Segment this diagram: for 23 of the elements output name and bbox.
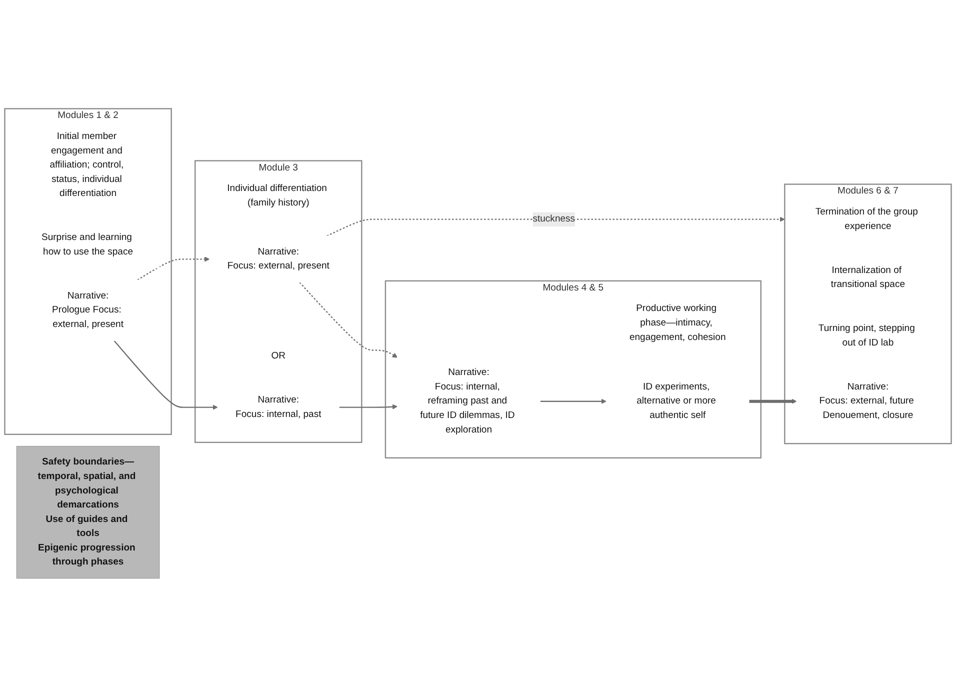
node-text: Narrative: Prologue Focus: external, present [52,290,124,330]
arrow [749,398,797,404]
node-text: ID experiments, alternative or more authentic self [636,382,716,420]
arrow [299,282,398,358]
node-text: OR [271,350,286,361]
node-text: Individual differentiation (family history) [227,183,327,208]
node-text: Internalization of transitional space [830,265,905,290]
node-text: Narrative: Focus: external, present [227,246,330,272]
node-text: Surprise and learning how to use the space [41,232,134,257]
arrow [114,340,218,410]
node-text: Initial member engagement and affiliation; control, status, individual differentiation [50,131,124,199]
node-text: Narrative: Focus: internal, reframing past and future ID dilemmas, ID exploration [420,367,515,435]
node-text: Productive working phase—intimacy, engagement, cohesion [629,303,726,342]
edge-label: stuckness [532,214,576,224]
arrow [137,256,210,280]
node-text: Narrative: Focus: internal, past [236,394,322,420]
arrow [326,216,785,237]
node-box: Safety boundaries—temporal, spatial, and psychological demarcations Use of guides and tools Epigenic progression through phases [16,446,160,579]
node-text: Narrative: Focus: external, future Denouement, closure [819,382,914,420]
node-text: Termination of the group experience [815,206,918,232]
node-text: Turning point, stepping out of ID lab [818,323,915,348]
arrow [339,404,398,410]
arrow [540,398,606,404]
